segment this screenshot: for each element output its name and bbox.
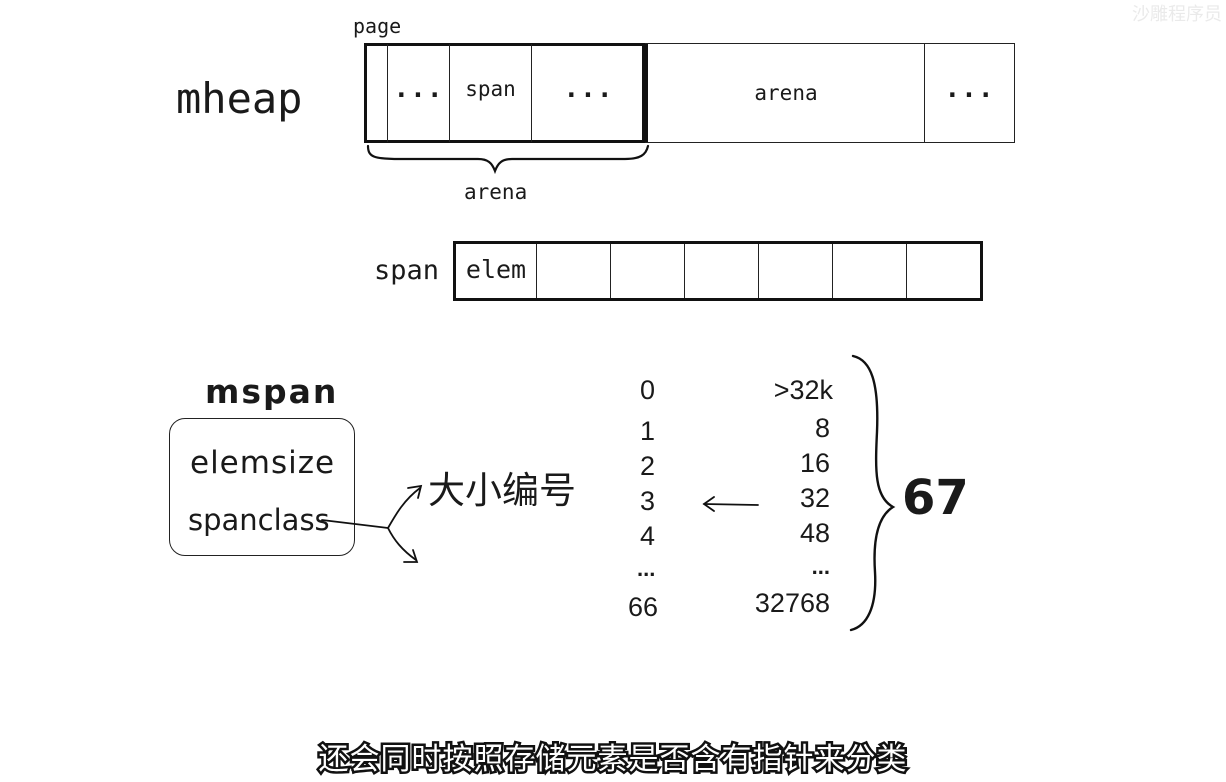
elemsize-field: elemsize bbox=[190, 445, 336, 481]
spanclass-field: spanclass bbox=[188, 503, 330, 537]
watermark: 沙雕程序员 bbox=[1132, 4, 1222, 25]
class-size: 8 bbox=[814, 413, 830, 443]
class-id: ... bbox=[637, 556, 656, 581]
class-size: 16 bbox=[799, 448, 830, 478]
class-id: 3 bbox=[640, 486, 656, 516]
mheap-title: mheap bbox=[176, 74, 303, 123]
class-id: 0 bbox=[640, 375, 656, 405]
spanclass-arrows bbox=[321, 484, 423, 563]
class-id: 2 bbox=[640, 451, 656, 481]
span-cell bbox=[684, 244, 758, 298]
mheap-row: ... span ... arena ... bbox=[364, 43, 1015, 143]
class-size: >32k bbox=[773, 375, 833, 405]
mspan-box: elemsize spanclass bbox=[169, 418, 355, 556]
span-cell bbox=[610, 244, 684, 298]
span-cell bbox=[536, 244, 610, 298]
size-class-brace bbox=[849, 354, 896, 632]
class-size: 32 bbox=[799, 483, 830, 513]
class-id: 66 bbox=[628, 592, 659, 622]
arena-segment-outline bbox=[364, 43, 645, 143]
span-cell bbox=[832, 244, 906, 298]
elem-cell: elem bbox=[465, 255, 527, 284]
span-row: elem bbox=[453, 241, 983, 301]
arena-brace bbox=[366, 144, 650, 175]
video-subtitle: 还会同时按照存储元素是否含有指针来分类 bbox=[316, 740, 909, 780]
arena-brace-label: arena bbox=[464, 180, 528, 204]
class-size: ... bbox=[811, 554, 830, 579]
mheap-cell-dots-2: ... bbox=[531, 44, 645, 142]
page-label: page bbox=[353, 14, 402, 38]
size-class-label: 大小编号 bbox=[428, 469, 576, 512]
mheap-cell-span: span bbox=[449, 44, 531, 142]
class-size: 48 bbox=[799, 518, 830, 548]
class-size: 32768 bbox=[754, 588, 830, 618]
mheap-cell-dots-3: ... bbox=[924, 44, 1014, 142]
left-arrow bbox=[702, 496, 759, 512]
size-class-total: 67 bbox=[902, 470, 969, 526]
mspan-title: mspan bbox=[205, 372, 339, 411]
class-id: 4 bbox=[640, 521, 656, 551]
span-title: span bbox=[374, 255, 440, 286]
class-id: 1 bbox=[640, 416, 656, 446]
mheap-cell-dots-1: ... bbox=[387, 44, 449, 142]
mheap-cell-arena: arena bbox=[645, 44, 924, 142]
span-cell bbox=[906, 244, 980, 298]
span-cell bbox=[758, 244, 832, 298]
